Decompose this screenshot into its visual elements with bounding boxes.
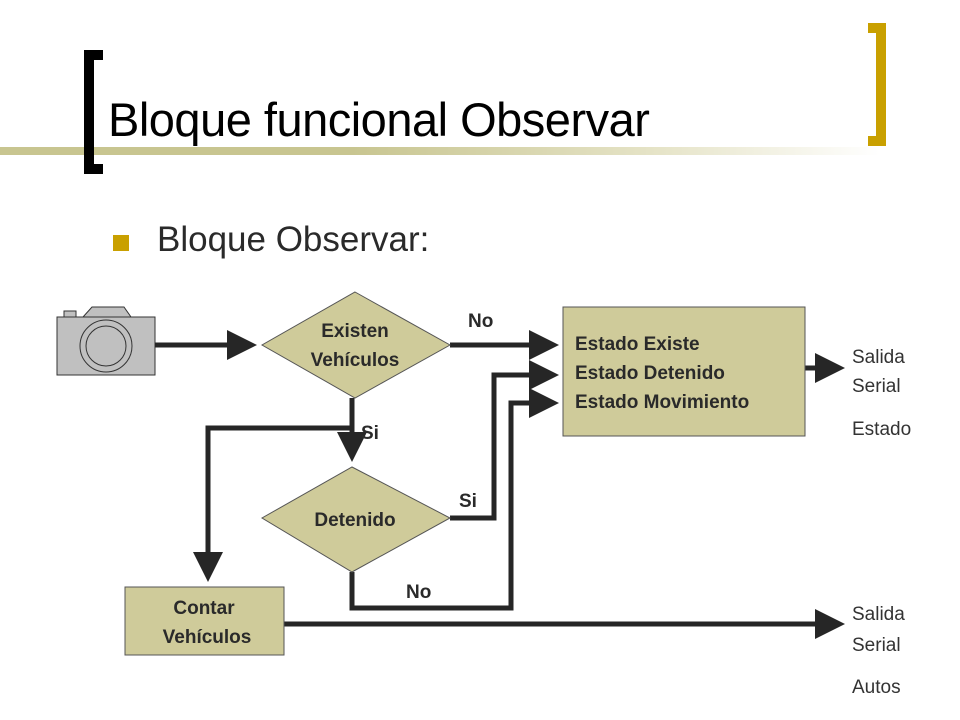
bullet-text: Bloque Observar: bbox=[157, 220, 430, 259]
label-existen-si: Si bbox=[361, 423, 379, 444]
decision-detenido bbox=[261, 466, 452, 573]
output-estado-line-1: Salida bbox=[852, 347, 905, 368]
estado-box bbox=[562, 306, 806, 437]
arrow-to-contar bbox=[193, 425, 352, 582]
title-underline bbox=[0, 147, 880, 155]
contar-line-1: Contar bbox=[173, 598, 235, 619]
label-existen-no: No bbox=[468, 311, 493, 332]
output-autos-line-2: Serial bbox=[852, 635, 901, 656]
output-estado-line-3: Estado bbox=[852, 419, 911, 440]
estado-movimiento: Estado Movimiento bbox=[575, 392, 749, 413]
contar-vehiculos-box bbox=[124, 586, 285, 656]
output-autos-line-1: Salida bbox=[852, 604, 905, 625]
decision-existen-vehiculos bbox=[260, 291, 452, 399]
left-bracket bbox=[84, 50, 103, 174]
detenido-label: Detenido bbox=[314, 510, 395, 531]
output-autos-line-3: Autos bbox=[852, 677, 901, 698]
contar-line-2: Vehículos bbox=[163, 627, 252, 648]
output-estado-line-2: Serial bbox=[852, 376, 901, 397]
right-bracket bbox=[868, 23, 886, 146]
slide-title: Bloque funcional Observar bbox=[108, 93, 650, 146]
camera-icon bbox=[56, 306, 156, 376]
label-detenido-si: Si bbox=[459, 491, 477, 512]
label-detenido-no: No bbox=[406, 582, 431, 603]
arrow-detenido-si bbox=[450, 360, 559, 521]
existen-line-2: Vehículos bbox=[311, 350, 400, 371]
estado-detenido: Estado Detenido bbox=[575, 363, 725, 384]
estado-existe: Estado Existe bbox=[575, 334, 700, 355]
existen-line-1: Existen bbox=[321, 321, 389, 342]
bullet-square-icon bbox=[113, 235, 129, 251]
arrow-detenido-no bbox=[349, 388, 559, 611]
